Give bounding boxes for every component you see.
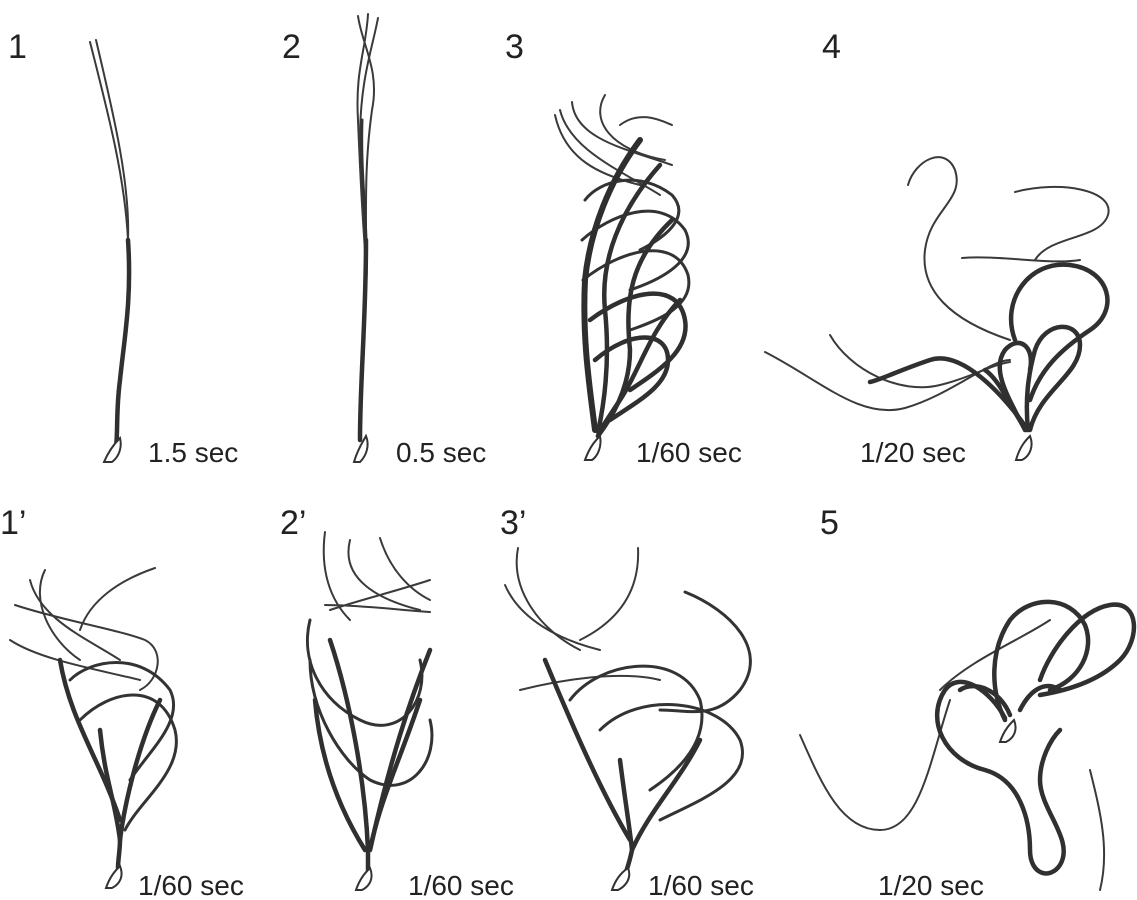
fiber-bundle-drawing — [765, 157, 1109, 460]
panel-number: 1 — [8, 28, 27, 66]
panel-number: 3’ — [500, 504, 526, 542]
fiber-bundle-drawing — [307, 532, 431, 890]
time-label: 1/20 sec — [878, 870, 984, 900]
panel-number: 2’ — [280, 504, 306, 542]
fiber-bundle-drawing — [800, 602, 1134, 890]
fiber-base-icon — [104, 438, 121, 462]
panel-number: 4 — [822, 28, 841, 66]
time-label: 1/60 sec — [636, 437, 742, 468]
panel-number: 5 — [820, 504, 839, 542]
panel-5: 5 1/20 sec — [800, 504, 1134, 900]
fiber-bundle-drawing — [555, 95, 689, 460]
fiber-bundle-drawing — [90, 40, 129, 462]
fiber-base-icon — [1016, 436, 1032, 460]
panel-1-prime: 1’ 1/60 sec — [0, 504, 244, 900]
fiber-base-icon — [106, 866, 122, 888]
panel-2: 2 0.5 sec — [282, 14, 486, 468]
fiber-base-icon — [585, 436, 601, 460]
panel-3: 3 1/60 sec — [505, 28, 742, 468]
fiber-base-icon — [356, 868, 372, 890]
fiber-bundle-drawing — [10, 568, 176, 888]
panel-4: 4 1/20 sec — [765, 28, 1109, 468]
time-label: 1/60 sec — [648, 870, 754, 900]
panel-1: 1 1.5 sec — [8, 28, 238, 468]
time-label: 1/20 sec — [860, 437, 966, 468]
time-label: 1/60 sec — [408, 870, 514, 900]
fiber-bundle-drawing — [354, 14, 378, 462]
panel-number: 1’ — [0, 504, 26, 542]
panel-2-prime: 2’ 1/60 sec — [280, 504, 514, 900]
time-label: 0.5 sec — [396, 437, 486, 468]
panel-number: 2 — [282, 28, 301, 66]
panel-number: 3 — [505, 28, 524, 66]
panel-3-prime: 3’ 1/60 sec — [500, 504, 754, 900]
fiber-base-icon — [1000, 720, 1016, 742]
fiber-bundle-drawing — [505, 548, 750, 890]
time-label: 1.5 sec — [148, 437, 238, 468]
fiber-base-icon — [612, 868, 629, 890]
time-label: 1/60 sec — [138, 870, 244, 900]
